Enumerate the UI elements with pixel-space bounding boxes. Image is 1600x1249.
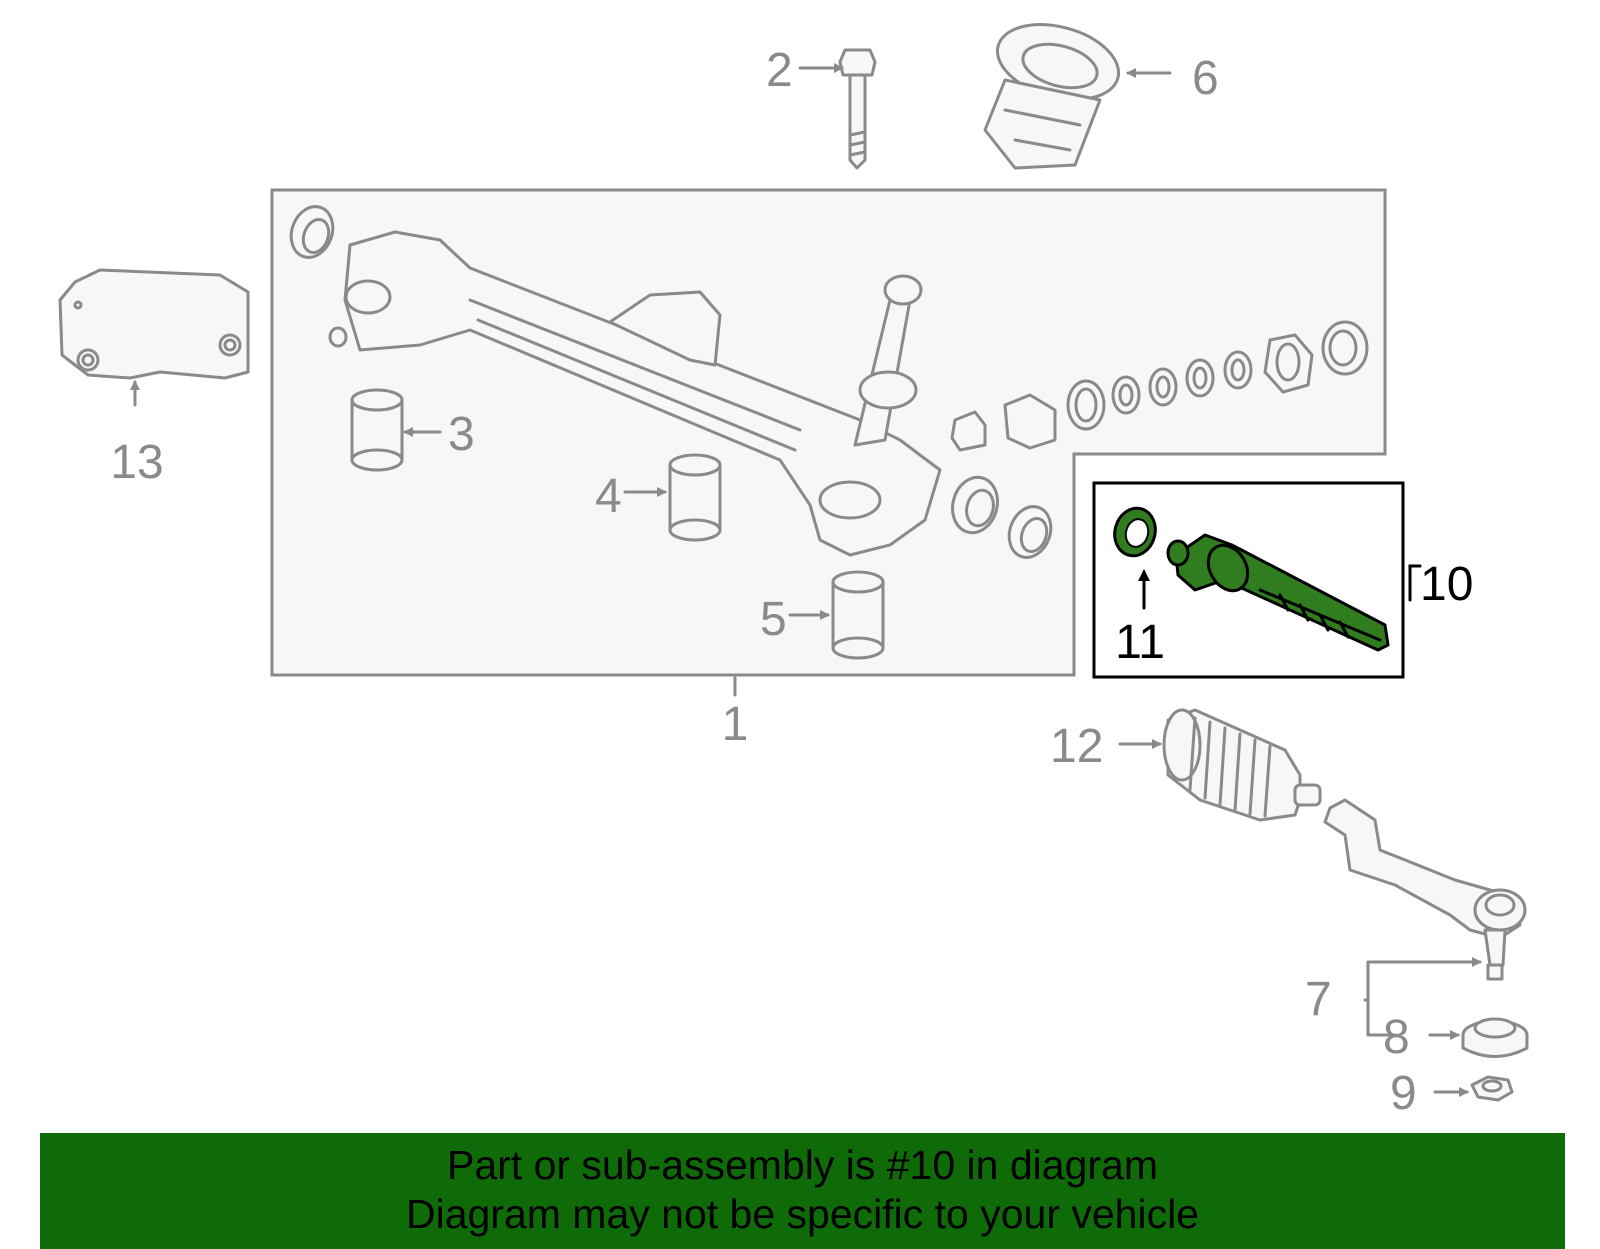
tie-rod-10 <box>1166 533 1390 652</box>
leader-lines <box>130 63 1482 1097</box>
callout-5: 5 <box>760 593 787 646</box>
bushing-3 <box>350 388 404 472</box>
callout-7: 7 <box>1305 973 1332 1026</box>
callout-2: 2 <box>766 44 793 97</box>
callout-4: 4 <box>595 470 622 523</box>
rack-hardware-set <box>950 320 1369 452</box>
callout-11: 11 <box>1115 616 1165 669</box>
tie-rod-end-7 <box>1323 798 1527 981</box>
bushing-5 <box>831 570 885 660</box>
bellows-boot-12 <box>1162 708 1322 822</box>
callout-13: 13 <box>110 436 163 489</box>
callout-8: 8 <box>1383 1011 1410 1064</box>
ring-11 <box>1113 506 1157 558</box>
banner-line-part-number: Part or sub-assembly is #10 in diagram <box>447 1142 1158 1188</box>
nut-8 <box>1461 1017 1529 1058</box>
bushing-4 <box>668 453 722 542</box>
callout-12: 12 <box>1050 720 1103 773</box>
bolt-2 <box>838 48 877 170</box>
callout-10: 10 <box>1420 558 1473 611</box>
heat-shield-13 <box>58 268 250 380</box>
info-banner: Part or sub-assembly is #10 in diagram D… <box>40 1133 1565 1249</box>
banner-line-disclaimer: Diagram may not be specific to your vehi… <box>405 1191 1199 1237</box>
callout-3: 3 <box>448 408 475 461</box>
callout-1: 1 <box>722 698 749 751</box>
dust-boot-6 <box>983 23 1121 170</box>
callout-6: 6 <box>1192 52 1219 105</box>
steering-rack-housing <box>289 205 1053 559</box>
callout-9: 9 <box>1390 1067 1417 1120</box>
nut-9 <box>1470 1075 1514 1102</box>
